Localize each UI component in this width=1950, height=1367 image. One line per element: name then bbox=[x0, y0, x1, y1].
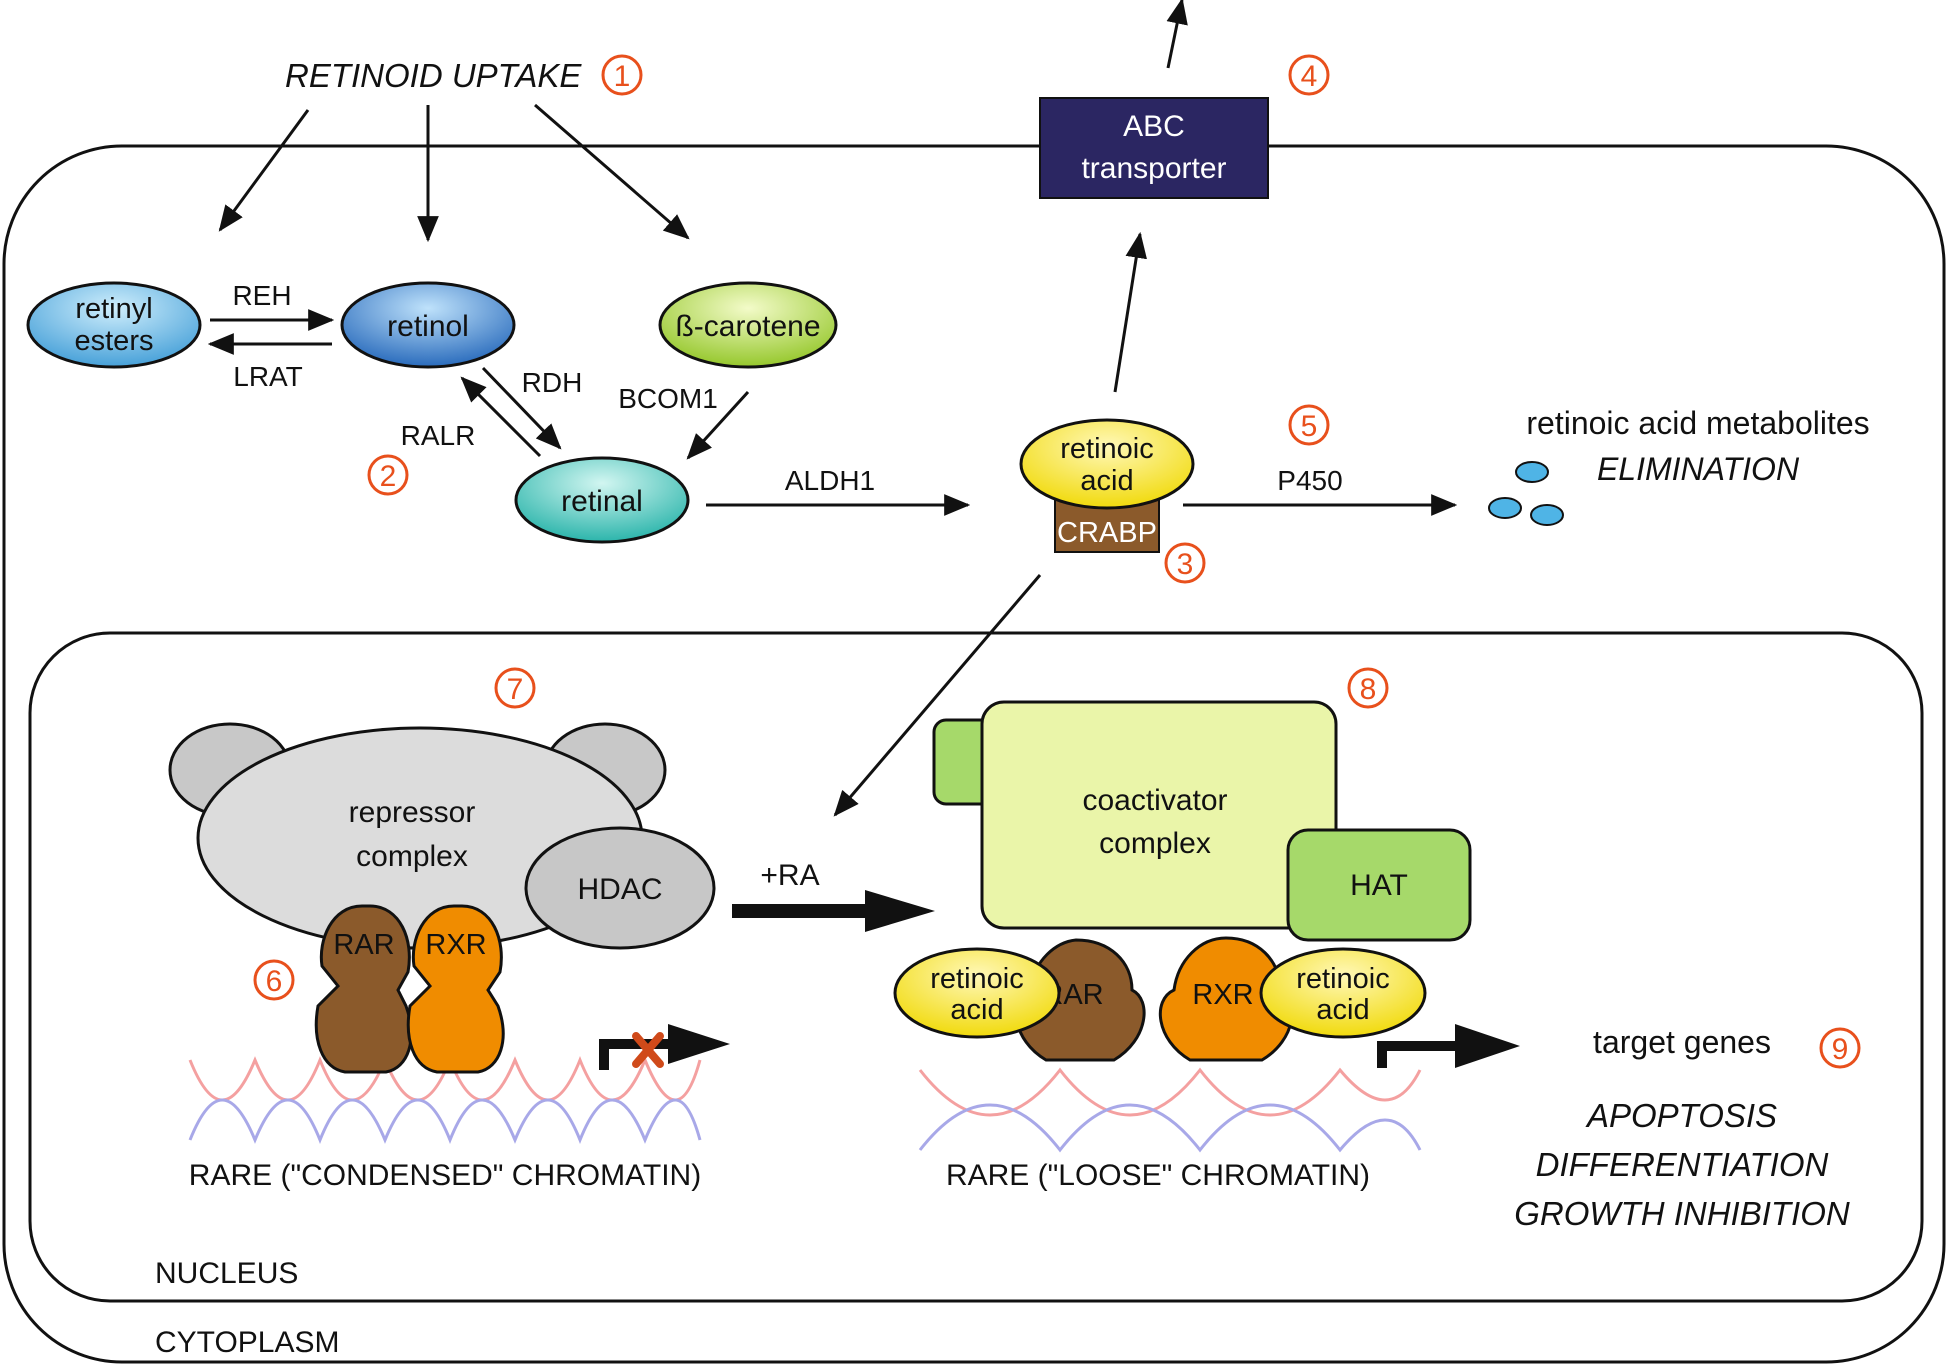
crabp-label: CRABP bbox=[1057, 517, 1157, 549]
svg-text:9: 9 bbox=[1832, 1033, 1849, 1066]
retinyl-esters-line2: esters bbox=[75, 325, 154, 357]
retinoic-acid-crabp-node: CRABP retinoic acid bbox=[1019, 418, 1195, 553]
cytoplasm-label: CYTOPLASM bbox=[155, 1326, 340, 1359]
ralr-label: RALR bbox=[401, 420, 476, 451]
step-6-badge: 6 bbox=[253, 959, 295, 1001]
uptake-to-carotene-arrow bbox=[534, 103, 690, 240]
hdac-node: HDAC bbox=[524, 826, 716, 950]
svg-text:7: 7 bbox=[507, 673, 524, 706]
nucleus-label: NUCLEUS bbox=[155, 1257, 298, 1290]
reh-label: REH bbox=[232, 280, 291, 311]
retinoic-acid-line2: acid bbox=[1080, 465, 1133, 497]
block-x-icon bbox=[632, 1032, 664, 1068]
retinol-label: retinol bbox=[387, 310, 469, 343]
rxr-active-label: RXR bbox=[1192, 979, 1253, 1011]
step-5-badge: 5 bbox=[1288, 404, 1330, 446]
bcom1-label: BCOM1 bbox=[618, 383, 718, 414]
coactivator-label-line2: complex bbox=[1099, 827, 1211, 860]
bcom1-arrow bbox=[686, 390, 750, 460]
step-9-badge: 9 bbox=[1819, 1027, 1861, 1069]
abc-label-line1: ABC bbox=[1123, 110, 1185, 143]
rdh-label: RDH bbox=[522, 367, 583, 398]
aldh1-label: ALDH1 bbox=[785, 465, 875, 496]
beta-carotene-label: ß-carotene bbox=[675, 310, 820, 343]
plus-ra-arrow bbox=[732, 890, 935, 932]
metabolite-dot bbox=[1530, 504, 1564, 526]
dna-loose bbox=[918, 1067, 1422, 1153]
nuclear-envelope bbox=[28, 631, 1924, 1303]
retinyl-esters-node: retinyl esters bbox=[26, 281, 202, 369]
metabolite-dots bbox=[1488, 461, 1564, 526]
coactivator-label-line1: coactivator bbox=[1082, 784, 1227, 817]
hat-node: HAT bbox=[1286, 828, 1472, 942]
repressor-label-line1: repressor bbox=[349, 796, 476, 829]
ra-left-line2: acid bbox=[950, 994, 1003, 1026]
plus-ra-label: +RA bbox=[760, 859, 819, 892]
pathway-arrows bbox=[207, 0, 1458, 817]
rdh-arrow bbox=[481, 366, 562, 450]
ralr-arrow bbox=[460, 376, 542, 458]
p450-label: P450 bbox=[1277, 465, 1342, 496]
dna-strand-red bbox=[918, 1067, 1422, 1117]
abc-transporter: ABC transporter bbox=[1039, 97, 1269, 199]
metabolites-label: retinoic acid metabolites bbox=[1526, 405, 1869, 441]
rare-condensed-label: RARE ("CONDENSED" CHROMATIN) bbox=[189, 1159, 701, 1192]
uptake-to-esters-arrow bbox=[218, 109, 310, 232]
metabolite-dot bbox=[1515, 461, 1549, 483]
svg-text:2: 2 bbox=[380, 460, 397, 493]
transcription-arrow bbox=[1377, 1024, 1520, 1068]
rar-repressed: RAR bbox=[314, 904, 413, 1074]
retinoid-uptake-label: RETINOID UPTAKE bbox=[285, 57, 582, 94]
svg-text:4: 4 bbox=[1301, 60, 1318, 93]
step-3-badge: 3 bbox=[1164, 542, 1206, 584]
ra-to-nucleus-arrow bbox=[833, 574, 1042, 817]
step-1-badge: 1 bbox=[601, 54, 643, 96]
retinoic-acid-right: retinoic acid bbox=[1259, 947, 1427, 1039]
ra-right-line1: retinoic bbox=[1296, 963, 1390, 995]
rare-loose-label: RARE ("LOOSE" CHROMATIN) bbox=[946, 1159, 1370, 1192]
repressor-label-line2: complex bbox=[356, 840, 468, 873]
retinal-node: retinal bbox=[514, 456, 690, 544]
abc-label-line2: transporter bbox=[1081, 152, 1226, 185]
lrat-label: LRAT bbox=[233, 361, 303, 392]
step-2-badge: 2 bbox=[367, 454, 409, 496]
svg-text:5: 5 bbox=[1301, 410, 1318, 443]
outcome-apoptosis: APOPTOSIS bbox=[1585, 1097, 1777, 1134]
rar-repressed-label: RAR bbox=[333, 929, 394, 961]
svg-text:6: 6 bbox=[266, 965, 283, 998]
outcome-growth-inhibition: GROWTH INHIBITION bbox=[1514, 1195, 1850, 1232]
metabolite-dot bbox=[1488, 497, 1522, 519]
svg-text:1: 1 bbox=[614, 60, 631, 93]
retinoic-acid-line1: retinoic bbox=[1060, 433, 1154, 465]
ra-to-transporter-arrow bbox=[1113, 231, 1147, 393]
hdac-label: HDAC bbox=[577, 873, 662, 906]
retinol-node: retinol bbox=[340, 281, 516, 369]
svg-text:3: 3 bbox=[1177, 548, 1194, 581]
ra-right-line2: acid bbox=[1316, 994, 1369, 1026]
outcome-differentiation: DIFFERENTIATION bbox=[1536, 1146, 1829, 1183]
rxr-repressed-label: RXR bbox=[425, 929, 486, 961]
export-arrow bbox=[1166, 0, 1188, 69]
ra-left-line1: retinoic bbox=[930, 963, 1024, 995]
svg-text:8: 8 bbox=[1360, 673, 1377, 706]
retinal-label: retinal bbox=[561, 485, 643, 518]
step-8-badge: 8 bbox=[1347, 667, 1389, 709]
dna-strand-blue bbox=[188, 1098, 702, 1145]
dna-strand-blue bbox=[918, 1103, 1422, 1153]
elimination-label: ELIMINATION bbox=[1597, 451, 1800, 487]
cell-membrane bbox=[2, 144, 1946, 1364]
retinyl-esters-line1: retinyl bbox=[75, 293, 152, 325]
rxr-repressed: RXR bbox=[406, 904, 505, 1074]
retinoic-acid-left: retinoic acid bbox=[893, 947, 1061, 1039]
step-7-badge: 7 bbox=[494, 667, 536, 709]
coactivator-complex: coactivator complex bbox=[932, 700, 1338, 930]
step-4-badge: 4 bbox=[1288, 54, 1330, 96]
target-genes-label: target genes bbox=[1593, 1024, 1771, 1060]
rxr-active: RXR bbox=[1158, 936, 1294, 1062]
hat-label: HAT bbox=[1350, 869, 1408, 902]
beta-carotene-node: ß-carotene bbox=[658, 281, 838, 369]
blocked-transcription-arrow bbox=[599, 1024, 730, 1070]
